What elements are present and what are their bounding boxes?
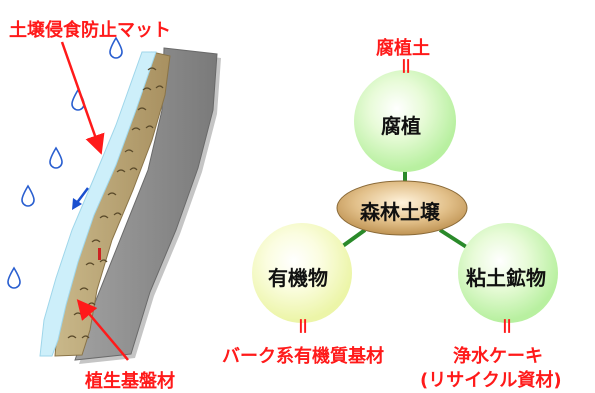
base-marker bbox=[98, 248, 101, 260]
water-cake-label: 浄水ケーキ bbox=[453, 346, 543, 367]
recycled-material-label: (リサイクル資材) bbox=[420, 370, 562, 391]
clay-equal-mark: ＝ bbox=[495, 317, 516, 335]
clay-mineral-label: 粘土鉱物 bbox=[466, 266, 546, 290]
raindrop-icon bbox=[49, 146, 63, 169]
humus-circle-label: 腐植 bbox=[381, 114, 421, 138]
bark-source-label: バーク系有機質基材 bbox=[222, 346, 384, 367]
humus-circle bbox=[354, 70, 456, 172]
water-flow-arrow-icon bbox=[72, 187, 89, 210]
organic-matter-label: 有機物 bbox=[268, 266, 328, 290]
soil-texture bbox=[67, 67, 164, 339]
mat-pointer-arrow bbox=[60, 41, 105, 155]
bark-equal-mark: ＝ bbox=[291, 317, 312, 335]
clay-mineral-circle bbox=[458, 223, 558, 323]
forest-soil-label: 森林土壌 bbox=[360, 200, 440, 224]
humus-equal-mark: ＝ bbox=[394, 57, 415, 75]
forest-soil-ellipse bbox=[336, 180, 468, 236]
raindrop-icon bbox=[21, 184, 35, 207]
erosion-control-mat bbox=[39, 51, 157, 357]
base-pointer-arrow bbox=[76, 299, 129, 361]
base-label: 植生基盤材 bbox=[85, 371, 175, 392]
organic-matter-circle bbox=[252, 223, 352, 323]
raindrop-icon bbox=[109, 36, 123, 59]
raindrop-icon bbox=[7, 266, 21, 289]
mat-label: 土壌侵食防止マット bbox=[9, 20, 171, 41]
humus-soil-source-label: 腐植土 bbox=[376, 38, 430, 59]
raindrops bbox=[7, 36, 123, 289]
bedrock bbox=[74, 47, 218, 361]
